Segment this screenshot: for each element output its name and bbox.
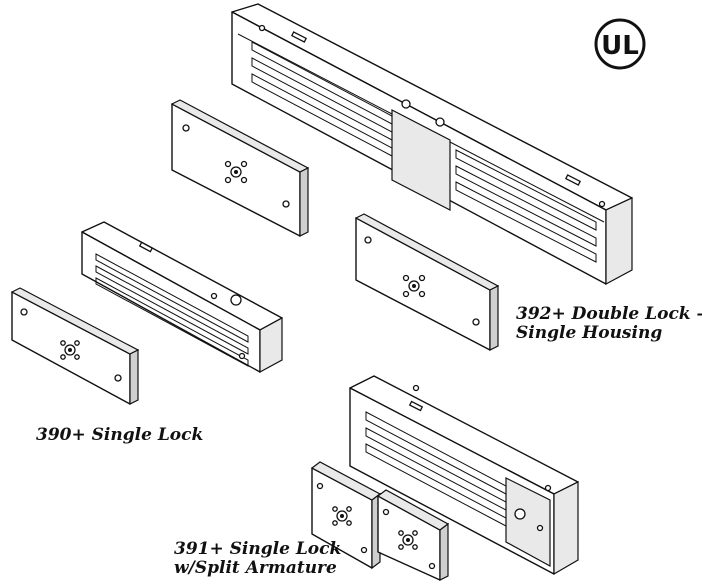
caption-split-line2: w/Split Armature	[174, 558, 337, 578]
ul-certification-mark: UL	[594, 18, 646, 70]
single-lock-armature	[10, 287, 140, 405]
double-lock-armature-right	[354, 213, 500, 351]
caption-split-line1: 391+ Single Lock	[174, 539, 342, 559]
split-lock-housing	[349, 375, 579, 576]
ul-mark-text: UL	[601, 31, 639, 61]
caption-double-lock: 392+ Double Lock – Single Housing	[516, 305, 702, 343]
double-lock-housing	[231, 3, 633, 286]
caption-double-lock-line1: 392+ Double Lock –	[516, 304, 702, 324]
caption-single-lock-line1: 390+ Single Lock	[36, 425, 204, 445]
double-lock-armature-left	[170, 99, 310, 237]
caption-split-armature: 391+ Single Lock w/Split Armature	[174, 540, 341, 578]
caption-double-lock-line2: Single Housing	[516, 323, 663, 343]
single-lock-housing	[81, 221, 283, 374]
caption-single-lock: 390+ Single Lock	[36, 426, 203, 445]
split-armature-right	[376, 489, 450, 581]
